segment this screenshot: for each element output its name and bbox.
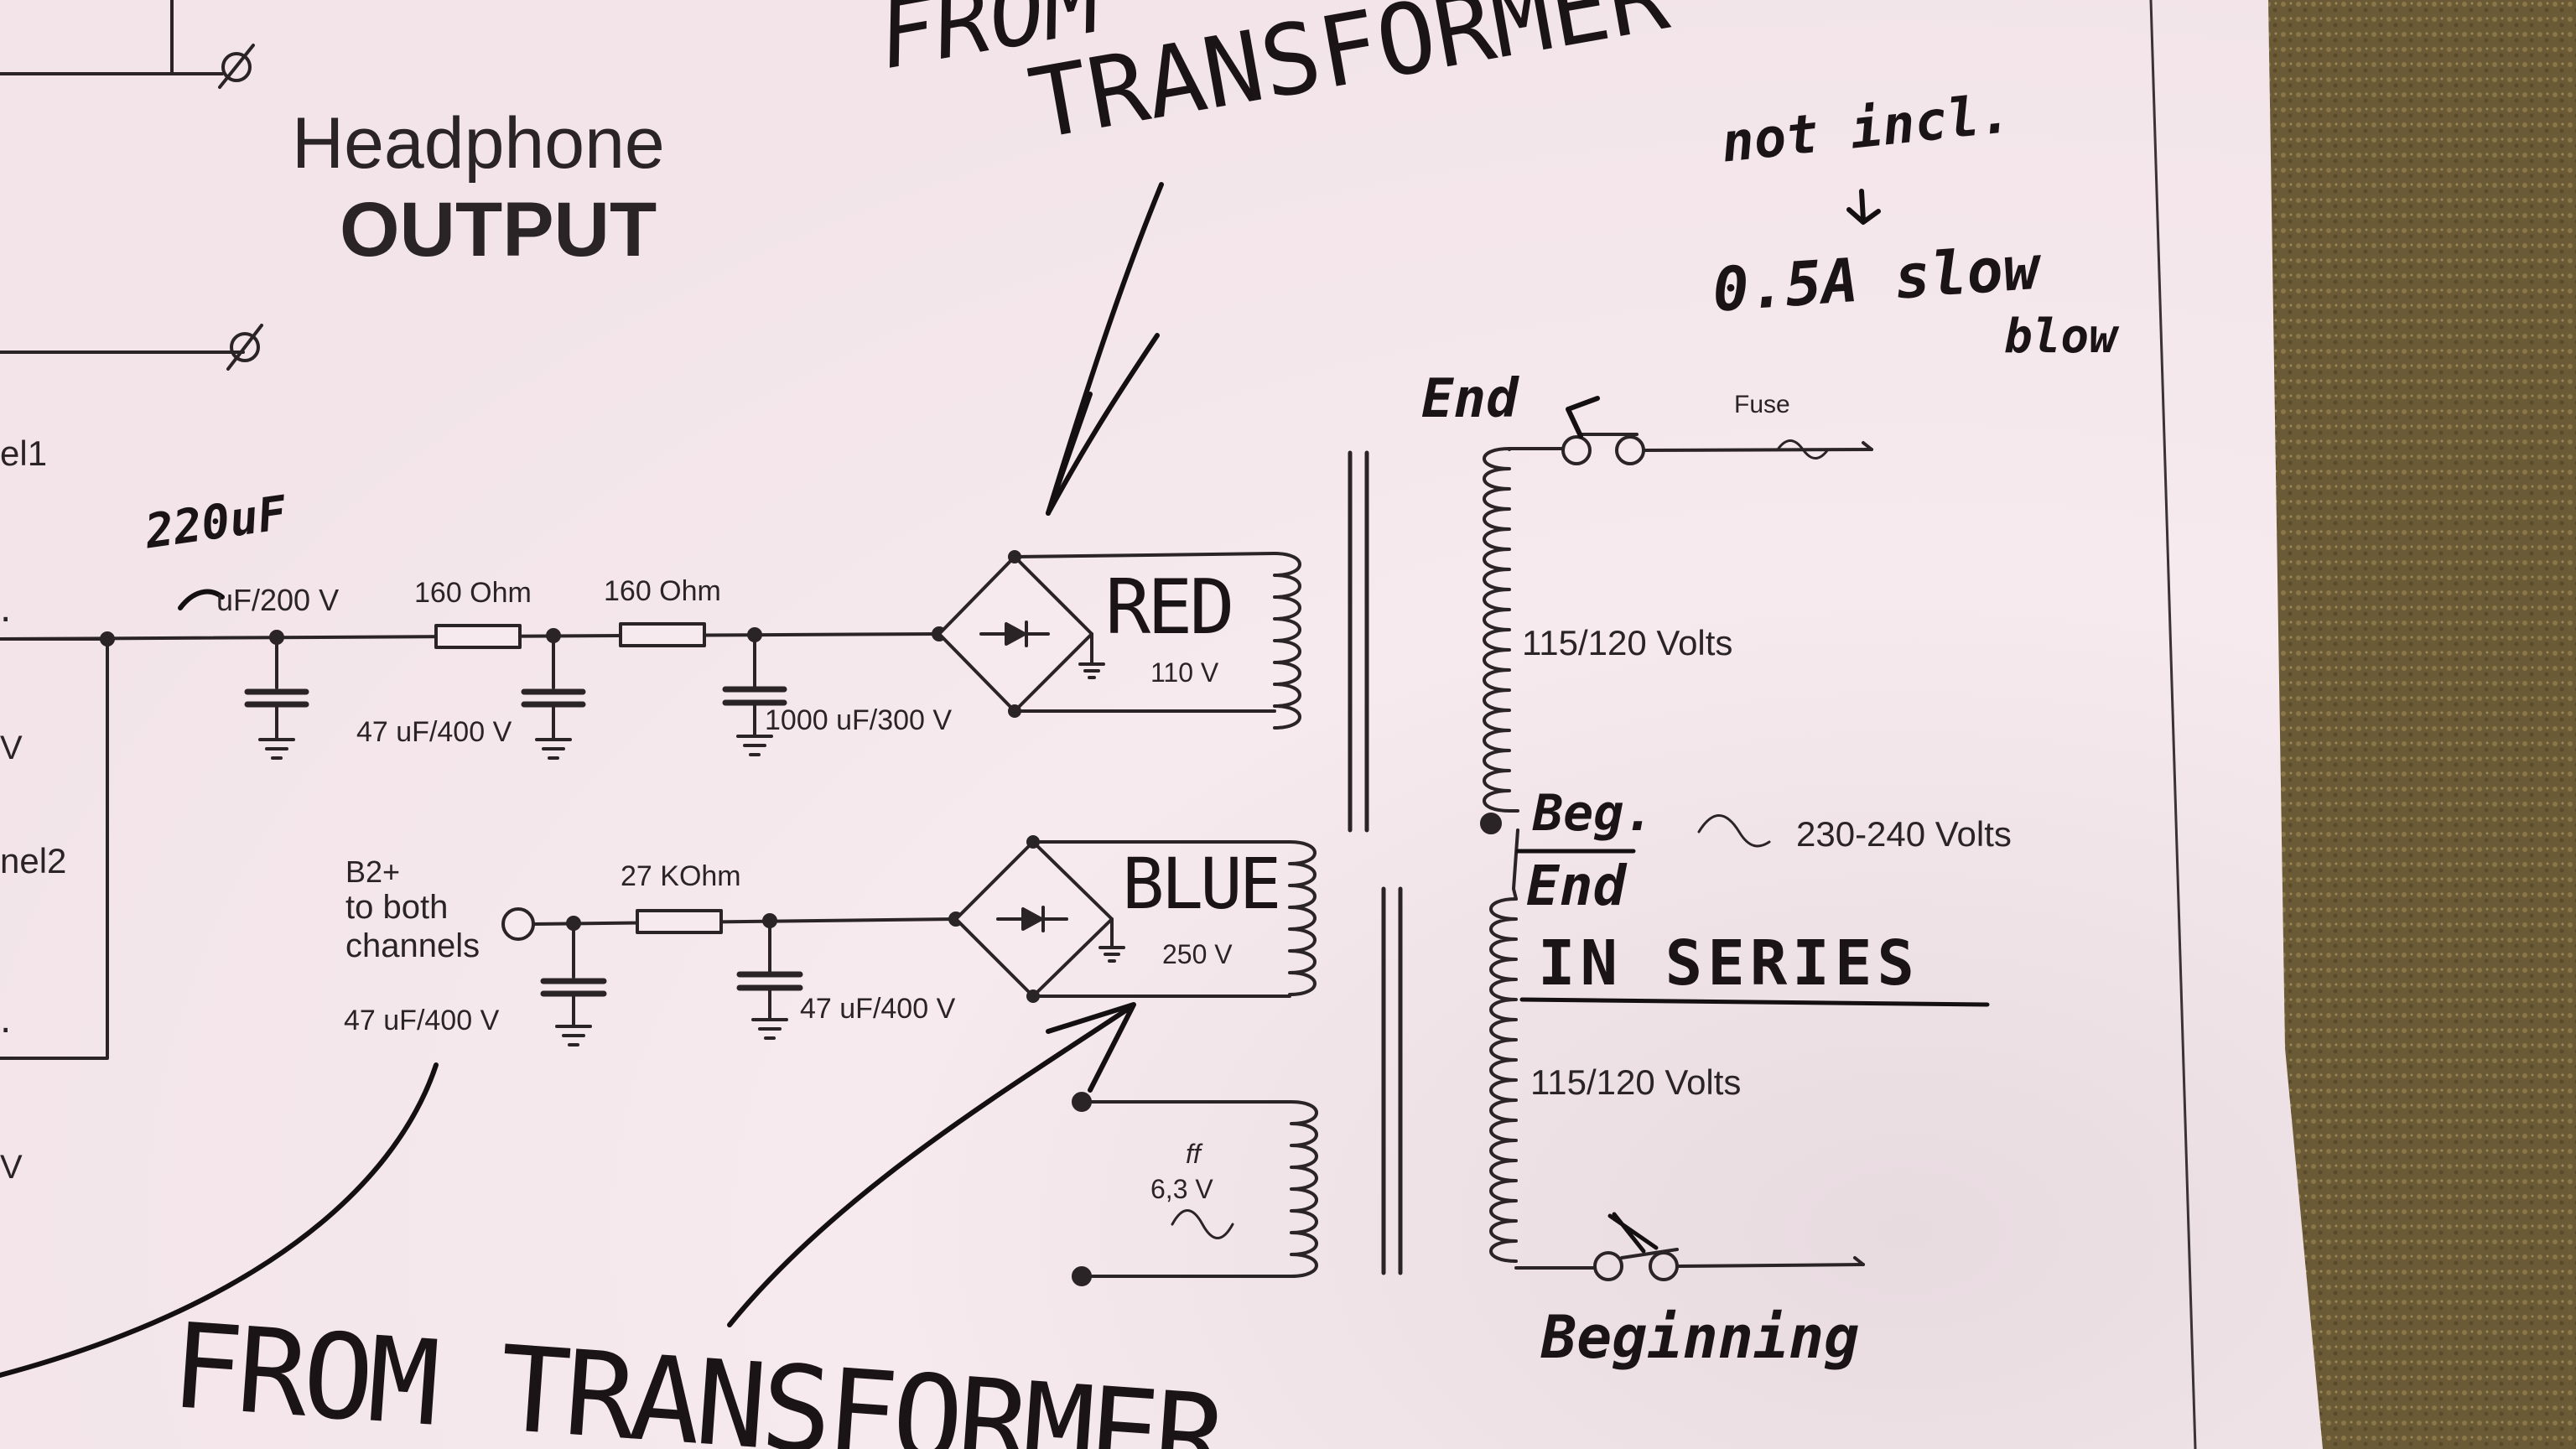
resistor-2-label: 160 Ohm [604, 575, 721, 607]
capacitor-4-label: 47 uF/400 V [344, 1005, 500, 1036]
capacitor-2-label: 47 uF/400 V [356, 716, 512, 748]
hw-beg: Beg. [1533, 784, 1654, 843]
transformer-core [1348, 450, 1403, 1275]
b2-plus-label: B2+ [345, 854, 401, 889]
bridge-rectifier-1 [937, 550, 1276, 718]
fragment-dot-2: . [0, 997, 12, 1041]
primary-coil-lower [1489, 897, 1518, 1263]
paper-sheet [0, 0, 2323, 1449]
secondary-1-voltage: 110 V [1150, 657, 1219, 688]
fuse-label: Fuse [1734, 391, 1790, 418]
hw-beginning: Beginning [1541, 1303, 1860, 1372]
hw-red: RED [1105, 564, 1235, 652]
bridge-rectifier-2 [954, 835, 1291, 1003]
heater-voltage-label: 6,3 V [1150, 1174, 1213, 1204]
arrow-to-blue [727, 1004, 1135, 1327]
secondary-coil-1 [1273, 552, 1301, 730]
resistor-27k-label: 27 KOhm [621, 860, 741, 892]
capacitor-3-label: 1000 uF/300 V [765, 704, 953, 736]
mains-voltage-label: 230-240 Volts [1796, 814, 2012, 854]
output-title: OUTPUT [340, 187, 657, 273]
secondary-2-voltage: 250 V [1162, 939, 1233, 969]
primary-upper-voltage: 115/120 Volts [1522, 623, 1733, 662]
fragment-volt-2: V [0, 1149, 23, 1186]
resistor-160-ohm-2 [619, 622, 706, 647]
resistor-27-kohm [636, 909, 723, 934]
fragment-channel1: el1 [0, 434, 48, 473]
arrow-end-switch [1566, 396, 1600, 439]
hw-fuse-rating-blow: blow [2004, 309, 2117, 364]
hw-end-top: End [1421, 368, 1519, 430]
capacitor-5-label: 47 uF/400 V [800, 993, 956, 1025]
arrow-to-b2 [0, 1062, 439, 1378]
heater-winding [1072, 1092, 1318, 1286]
fragment-channel2: nel2 [0, 841, 67, 880]
hw-in-series: IN SERIES [1538, 927, 1919, 1000]
secondary-coil-2 [1288, 840, 1317, 996]
arrow-not-included [1846, 189, 1881, 225]
primary-lower-voltage: 115/120 Volts [1530, 1062, 1742, 1102]
hw-end-mid: End [1526, 854, 1627, 918]
hw-blue: BLUE [1122, 843, 1281, 925]
fragment-dot: . [0, 586, 12, 631]
headphone-output-wiring [0, 0, 263, 371]
b2-to-both-label: to both [345, 889, 449, 926]
resistor-160-ohm-1 [434, 624, 522, 649]
capacitor-main-label: uF/200 V [216, 583, 340, 617]
fragment-volt: V [0, 730, 23, 766]
b2-channels-label: channels [345, 927, 480, 964]
handwritten-annotations [0, 182, 1990, 1378]
mains-wiring [1480, 433, 1873, 1281]
underline-in-series [1519, 997, 1990, 1007]
resistor-1-label: 160 Ohm [414, 577, 532, 609]
headphone-title: Headphone [292, 103, 665, 184]
primary-coil-upper [1483, 447, 1519, 813]
page-border-line [2149, 0, 2197, 1449]
b2-filter-rail [501, 907, 963, 1046]
heater-ff-label: ff [1186, 1139, 1201, 1169]
